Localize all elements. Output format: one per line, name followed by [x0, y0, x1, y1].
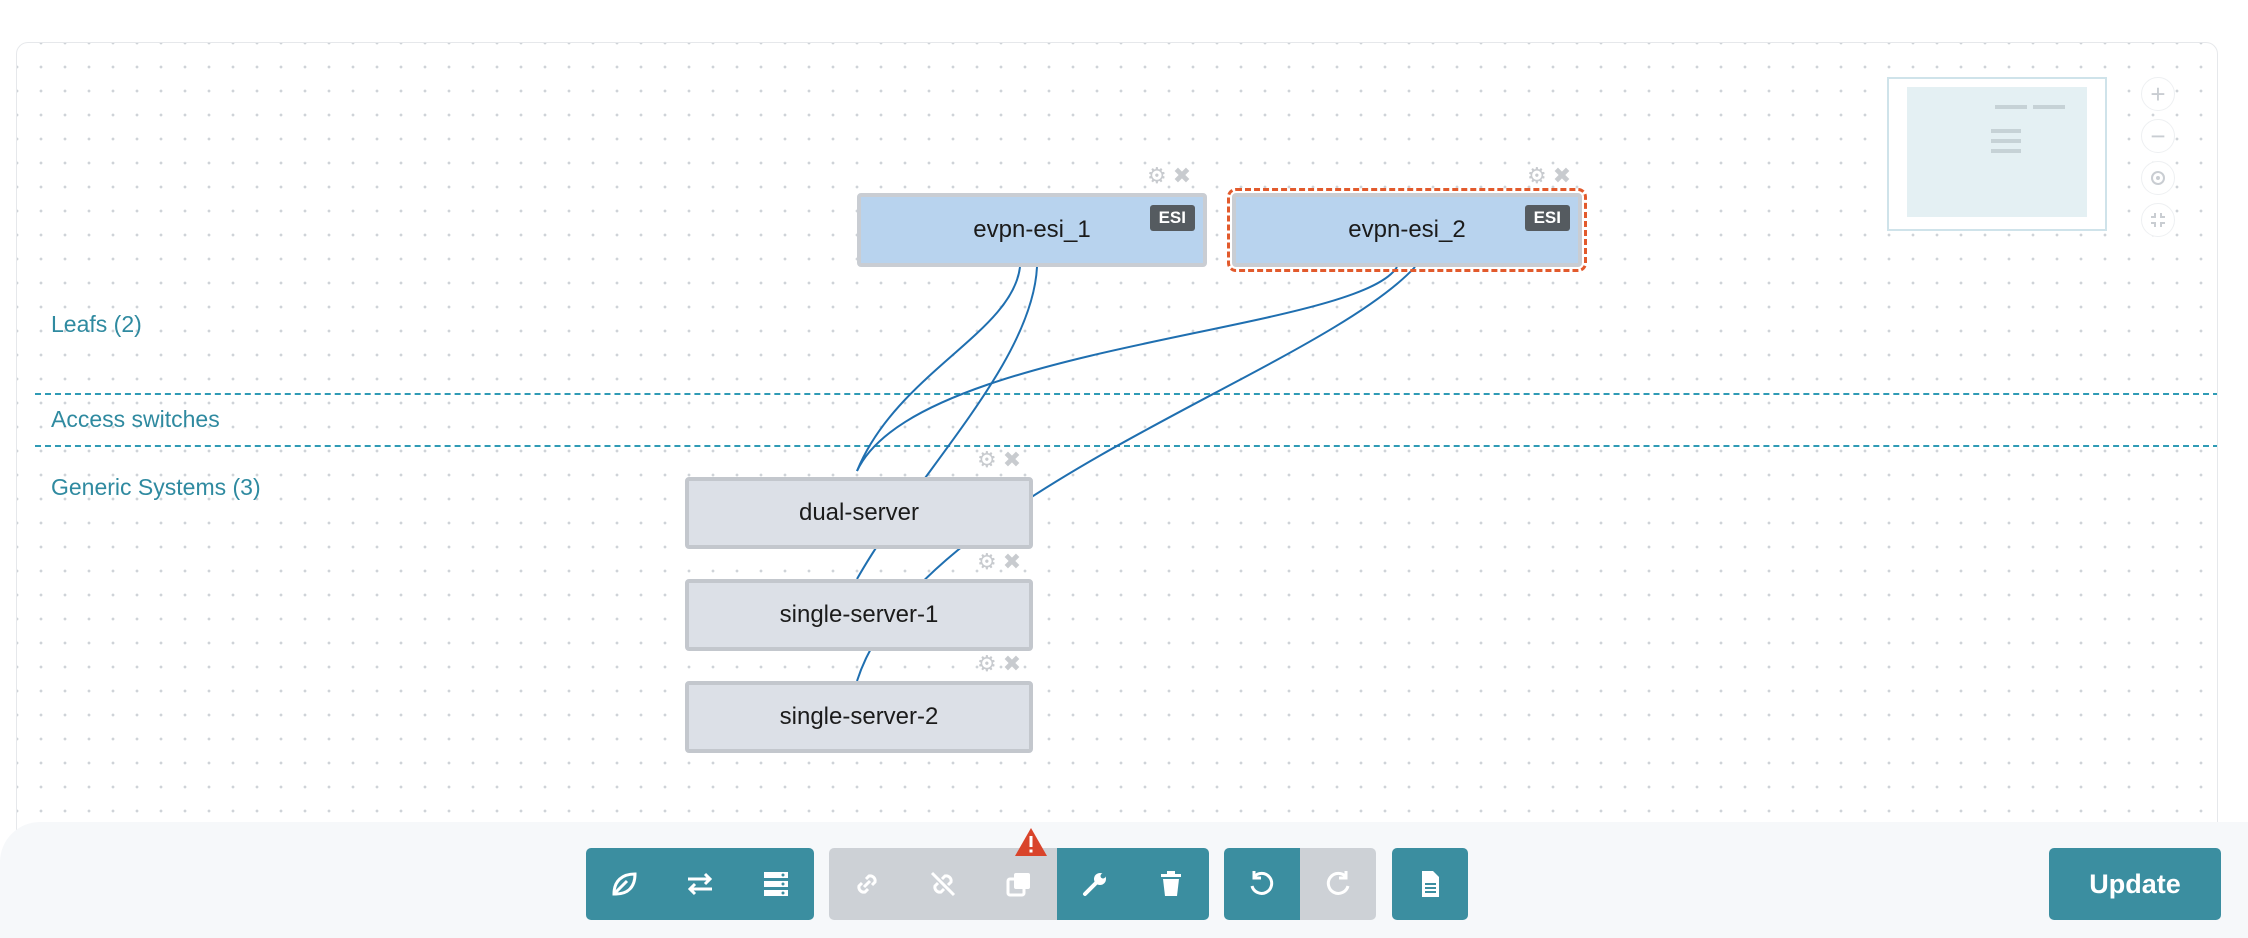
recenter-icon[interactable] — [2141, 161, 2175, 195]
node-dual-server[interactable]: dual-server — [685, 477, 1033, 549]
node-label: single-server-2 — [779, 703, 939, 730]
minimap-node — [2033, 105, 2065, 109]
undo-button[interactable] — [1224, 848, 1300, 920]
topology-canvas[interactable]: Leafs (2) Access switches Generic System… — [16, 42, 2218, 844]
minimap-node — [1995, 105, 2027, 109]
close-icon[interactable]: ✖ — [1002, 447, 1022, 472]
link[interactable] — [856, 266, 1021, 472]
zoom-controls: + − — [2141, 77, 2175, 237]
esi-badge: ESI — [1524, 205, 1570, 231]
lane-label-leafs: Leafs (2) — [51, 311, 142, 337]
node-controls: ⚙✖ — [977, 549, 1021, 575]
trash-icon — [1161, 871, 1181, 896]
fit-icon[interactable] — [2141, 203, 2175, 237]
node-controls: ⚙✖ — [1527, 163, 1571, 189]
zoom-in-icon[interactable]: + — [2141, 77, 2175, 111]
lane-divider — [35, 393, 2217, 395]
gear-icon[interactable]: ⚙ — [977, 447, 997, 472]
close-icon[interactable]: ✖ — [1552, 163, 1572, 188]
node-evpn-esi-1[interactable]: evpn-esi_1 ESI — [857, 193, 1207, 267]
minimap-node — [1991, 149, 2021, 153]
gear-icon[interactable]: ⚙ — [1527, 163, 1547, 188]
close-icon[interactable]: ✖ — [1002, 549, 1022, 574]
link-button[interactable] — [829, 848, 905, 920]
link-icon — [857, 874, 877, 894]
add-access-switch-button[interactable] — [662, 848, 738, 920]
close-icon[interactable]: ✖ — [1172, 163, 1192, 188]
esi-badge: ESI — [1149, 205, 1195, 231]
unlink-icon — [930, 871, 956, 897]
node-controls: ⚙✖ — [977, 651, 1021, 677]
gear-icon[interactable]: ⚙ — [1147, 163, 1167, 188]
export-button[interactable] — [1392, 848, 1468, 920]
node-single-server-1[interactable]: single-server-1 — [685, 579, 1033, 651]
minimap-node — [1991, 129, 2021, 133]
toolbar-group-export — [1392, 848, 1468, 920]
toolbar-group-add — [586, 848, 814, 920]
wrench-icon — [1083, 873, 1106, 896]
close-icon[interactable]: ✖ — [1002, 651, 1022, 676]
node-controls: ⚙✖ — [1147, 163, 1191, 189]
add-leaf-button[interactable] — [586, 848, 662, 920]
toolbar-group-edit — [829, 848, 1209, 920]
undo-icon — [1250, 871, 1274, 895]
document-icon — [1422, 871, 1439, 897]
node-label: evpn-esi_2 — [1348, 216, 1466, 243]
lane-label-access: Access switches — [51, 406, 220, 432]
gear-icon[interactable]: ⚙ — [977, 549, 997, 574]
lane-divider — [35, 445, 2217, 447]
update-button[interactable]: Update — [2049, 848, 2221, 920]
lane-label-generic: Generic Systems (3) — [51, 474, 261, 500]
redo-button[interactable] — [1300, 848, 1376, 920]
warning-icon — [1015, 828, 1047, 856]
minimap-node — [1991, 139, 2021, 143]
node-label: dual-server — [798, 499, 920, 526]
clone-button[interactable] — [981, 848, 1057, 920]
node-single-server-2[interactable]: single-server-2 — [685, 681, 1033, 753]
node-controls: ⚙✖ — [977, 447, 1021, 473]
swap-icon — [687, 872, 713, 896]
node-label: evpn-esi_1 — [973, 216, 1091, 243]
unlink-button[interactable] — [905, 848, 981, 920]
node-label: single-server-1 — [779, 601, 939, 628]
copy-icon — [1006, 873, 1030, 897]
leaf-icon — [612, 872, 637, 896]
redo-icon — [1326, 871, 1350, 895]
gear-icon[interactable]: ⚙ — [977, 651, 997, 676]
link[interactable] — [856, 266, 1398, 472]
node-evpn-esi-2[interactable]: evpn-esi_2 ESI — [1227, 188, 1587, 272]
minimap[interactable] — [1887, 77, 2107, 231]
zoom-out-icon[interactable]: − — [2141, 119, 2175, 153]
delete-button[interactable] — [1133, 848, 1209, 920]
toolbar-group-history — [1224, 848, 1376, 920]
properties-button[interactable] — [1057, 848, 1133, 920]
add-generic-system-button[interactable] — [738, 848, 814, 920]
toolbar: Update — [0, 822, 2248, 938]
server-rack-icon — [764, 872, 788, 896]
